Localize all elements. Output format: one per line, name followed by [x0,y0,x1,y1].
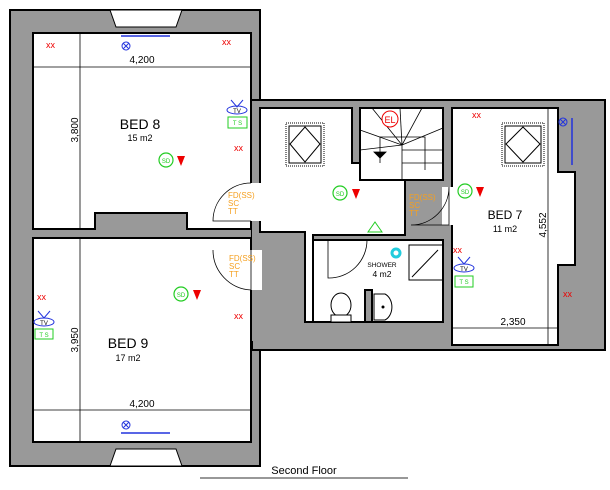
svg-text:FD(SS): FD(SS) [228,191,255,200]
svg-text:TV: TV [460,267,468,273]
svg-text:TT: TT [228,207,238,216]
floor-title: Second Floor [271,465,337,477]
bed9-width: 4,200 [129,399,154,410]
svg-text:TT: TT [229,270,239,279]
bed8-width: 4,200 [129,55,154,66]
window-top [109,9,183,28]
svg-text:FD(SS): FD(SS) [409,193,436,202]
socket-icon: xx [37,292,47,302]
basin-icon [373,293,393,321]
shower-tray [408,244,444,281]
sounder-icon [193,290,201,300]
door-bed8 [212,182,252,222]
skylight-hall [285,122,325,167]
sounder-icon [352,189,360,199]
bed7-area: 11 m2 [493,224,517,234]
sounder-icon [177,156,185,166]
bed9-area: 17 m2 [115,353,140,363]
shower-name: SHOWER [367,262,397,269]
door-note-bed9: FD(SS) SC TT [229,254,256,279]
bed9-name: BED 9 [108,335,149,351]
socket-icon: xx [46,40,56,50]
socket-icon: xx [453,245,463,255]
svg-text:SC: SC [228,199,239,208]
svg-text:SD: SD [461,190,470,196]
smoke-detector-bed7: SD [457,183,484,199]
socket-icon: xx [472,110,482,120]
svg-text:SC: SC [229,262,240,271]
room-bed8 [32,32,252,230]
sockets: xx xx xx xx xx xx xx xx [37,37,573,321]
bed7-name: BED 7 [488,208,523,222]
smoke-detector-hall: SD [332,185,360,201]
door-bed7 [410,186,450,226]
tv-point-bed8: TV T S [226,99,248,129]
door-bed9 [212,249,252,291]
svg-text:EL: EL [384,115,395,125]
light-fittings [121,35,573,434]
smoke-detector-bed8: SD [158,152,185,168]
bed8-name: BED 8 [120,116,161,132]
toilet-icon [330,292,352,323]
svg-text:SD: SD [177,293,186,299]
bed7-height: 4,552 [538,212,549,237]
bed8-height: 3,800 [70,117,81,142]
smoke-detector-bed9: SD [173,286,201,302]
room-bed7 [451,107,576,346]
socket-icon: xx [563,289,573,299]
stairs [359,107,444,180]
svg-text:FD(SS): FD(SS) [229,254,256,263]
tv-point-bed9: TV T S [33,310,55,340]
tv-point-bed7: TV T S [453,256,475,288]
doors [212,182,450,291]
socket-icon: xx [234,311,244,321]
extractor-fan-icon [390,247,402,259]
door-note-bed8: FD(SS) SC TT [228,191,255,216]
svg-text:SD: SD [336,192,345,198]
warning-sign-icon [367,221,383,233]
shower-area: 4 m2 [373,269,392,279]
svg-text:TT: TT [409,209,419,218]
door-note-bed7: FD(SS) SC TT [409,193,436,218]
room-bed9 [32,237,252,443]
svg-text:T S: T S [233,121,242,127]
sounder-icon [476,187,484,197]
svg-text:SC: SC [409,201,420,210]
skylight-bed7 [501,122,545,167]
bed8-area: 15 m2 [127,133,152,143]
bed9-height: 3,950 [70,327,81,352]
svg-text:T S: T S [39,333,48,339]
dimension-lines [34,34,557,441]
socket-icon: xx [222,37,232,47]
emergency-light-icon: EL [381,110,399,128]
socket-icon: xx [234,143,244,153]
svg-text:SD: SD [162,159,171,165]
svg-text:TV: TV [40,321,48,327]
svg-text:T S: T S [459,280,468,286]
bed7-width: 2,350 [500,317,525,328]
door-shower [327,239,368,279]
window-bottom [109,448,183,467]
svg-text:TV: TV [233,109,241,115]
